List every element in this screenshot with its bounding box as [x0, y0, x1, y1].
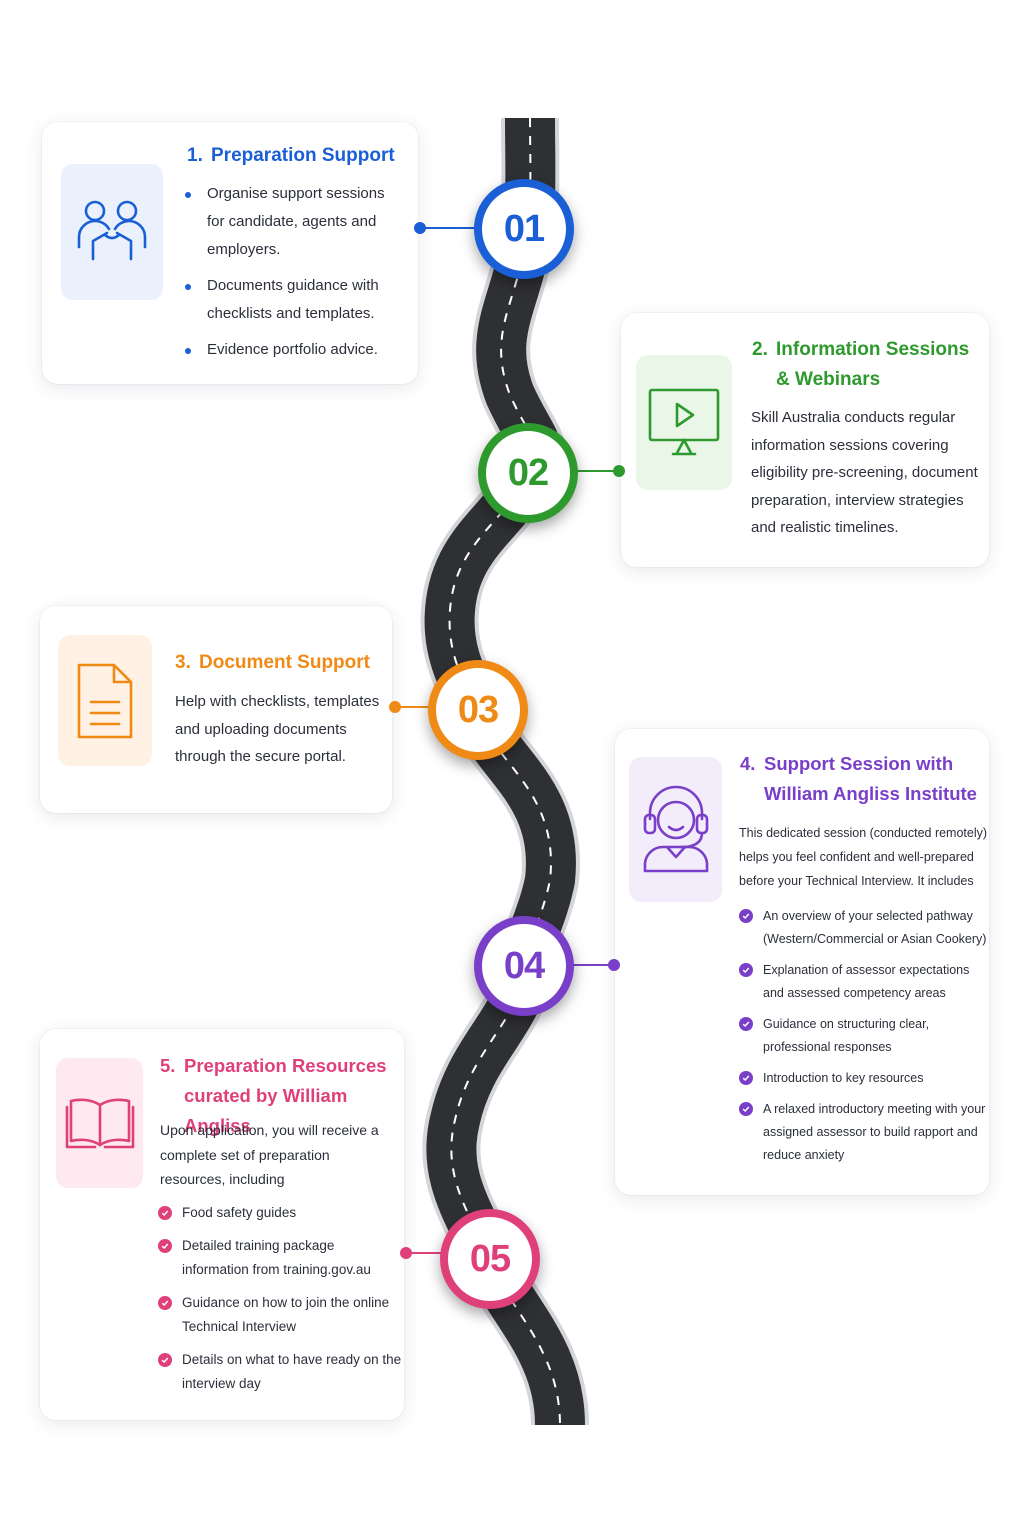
step-4-number: 04: [503, 944, 545, 987]
step-3-description: Help with checklists, templates and uplo…: [175, 693, 380, 765]
step-2-number: 02: [507, 451, 549, 494]
checklist-text: A relaxed introductory meeting with your…: [763, 1102, 986, 1162]
step-3-connector: [395, 706, 435, 708]
step-4-title: 4. Support Session with William Angliss I…: [740, 749, 977, 809]
list-item: Guidance on structuring clear, professio…: [739, 1013, 989, 1059]
step-2-connector-dot: [613, 465, 625, 477]
step-4-checklist: An overview of your selected pathway (We…: [739, 905, 989, 1167]
step-4-icon-box: [629, 757, 722, 902]
checklist-text: Guidance on how to join the online Techn…: [182, 1295, 390, 1334]
step-4-card: 4. Support Session with William Angliss I…: [615, 729, 989, 1195]
list-item: A relaxed introductory meeting with your…: [739, 1098, 989, 1167]
step-2-title-line1: Information Sessions: [776, 339, 970, 360]
check-icon: [739, 1102, 753, 1116]
step-2-node: 02: [478, 423, 578, 523]
step-5-icon-box: [56, 1058, 143, 1188]
step-5-title-number: 5.: [160, 1055, 176, 1076]
list-item: Introduction to key resources: [739, 1067, 989, 1090]
step-3-title-number: 3.: [175, 652, 191, 673]
check-icon: [158, 1353, 172, 1367]
checklist-text: Detailed training package information fr…: [182, 1238, 371, 1277]
step-5-title-line1: Preparation Resources: [184, 1055, 387, 1076]
check-icon: [739, 909, 753, 923]
list-item: Documents guidance with checklists and t…: [185, 272, 405, 328]
step-1-node: 01: [474, 179, 574, 279]
step-4-connector-dot: [608, 959, 620, 971]
list-item: Food safety guides: [158, 1201, 402, 1225]
check-icon: [158, 1296, 172, 1310]
check-icon: [739, 1071, 753, 1085]
step-3-card: 3. Document Support Help with checklists,…: [40, 606, 392, 813]
step-2-title: 2. Information Sessions & Webinars: [752, 335, 969, 395]
step-5-intro: Upon application, you will receive a com…: [160, 1122, 379, 1187]
open-book-icon: [65, 1098, 134, 1149]
monitor-play-icon: [648, 388, 720, 455]
step-5-title: 5. Preparation Resources curated by Willi…: [160, 1051, 404, 1141]
step-2-card: 2. Information Sessions & Webinars Skill …: [621, 313, 989, 567]
step-3-title: 3. Document Support: [175, 648, 370, 678]
step-4-title-number: 4.: [740, 753, 756, 774]
checklist-text: Explanation of assessor expectations and…: [763, 963, 970, 1000]
step-1-number: 01: [503, 207, 545, 250]
step-3-icon-box: [58, 635, 152, 766]
step-1-title-text: Preparation Support: [211, 145, 395, 166]
list-item: Organise support sessions for candidate,…: [185, 180, 405, 264]
step-2-description: Skill Australia conducts regular informa…: [751, 409, 978, 536]
step-1-title-number: 1.: [187, 145, 203, 166]
step-5-number: 05: [469, 1237, 511, 1280]
check-icon: [739, 963, 753, 977]
step-1-bullet-list: Organise support sessions for candidate,…: [185, 180, 405, 372]
step-3-node: 03: [428, 660, 528, 760]
checklist-text: Introduction to key resources: [763, 1071, 924, 1085]
list-item: Guidance on how to join the online Techn…: [158, 1291, 402, 1339]
step-5-connector-dot: [400, 1247, 412, 1259]
step-1-icon-box: [61, 164, 163, 300]
headset-person-icon: [643, 785, 708, 872]
checklist-text: Details on what to have ready on the int…: [182, 1352, 402, 1391]
check-icon: [158, 1206, 172, 1220]
step-3-title-text: Document Support: [199, 652, 370, 673]
step-2-connector: [574, 470, 620, 472]
people-icon: [77, 200, 147, 261]
step-2-title-line2: & Webinars: [776, 369, 881, 390]
list-item: Detailed training package information fr…: [158, 1234, 402, 1282]
step-3-number: 03: [457, 688, 499, 731]
step-1-card: 1. Preparation Support Organise support s…: [42, 122, 418, 384]
checklist-text: Guidance on structuring clear, professio…: [763, 1017, 930, 1054]
step-4-title-line1: Support Session with: [764, 753, 954, 774]
list-item: Details on what to have ready on the int…: [158, 1348, 402, 1396]
list-item: An overview of your selected pathway (We…: [739, 905, 989, 951]
check-icon: [739, 1017, 753, 1031]
step-4-intro: This dedicated session (conducted remote…: [739, 826, 988, 888]
step-5-node: 05: [440, 1209, 540, 1309]
checklist-text: Food safety guides: [182, 1205, 297, 1220]
step-5-card: 5. Preparation Resources curated by Willi…: [40, 1029, 404, 1420]
step-1-connector: [420, 227, 480, 229]
list-item: Explanation of assessor expectations and…: [739, 959, 989, 1005]
step-5-connector: [406, 1252, 442, 1254]
checklist-text: An overview of your selected pathway (We…: [763, 909, 987, 946]
step-1-title: 1. Preparation Support: [187, 141, 395, 171]
step-2-icon-box: [636, 355, 732, 490]
check-icon: [158, 1239, 172, 1253]
step-5-checklist: Food safety guides Detailed training pac…: [158, 1201, 402, 1396]
list-item: Evidence portfolio advice.: [185, 336, 405, 364]
step-4-node: 04: [474, 916, 574, 1016]
step-4-title-line2: William Angliss Institute: [764, 783, 977, 804]
step-2-title-number: 2.: [752, 339, 768, 360]
document-icon: [77, 663, 133, 738]
step-1-connector-dot: [414, 222, 426, 234]
step-4-connector: [570, 964, 614, 966]
step-3-connector-dot: [389, 701, 401, 713]
step-5-title-line2: curated by William Angliss: [184, 1085, 348, 1136]
